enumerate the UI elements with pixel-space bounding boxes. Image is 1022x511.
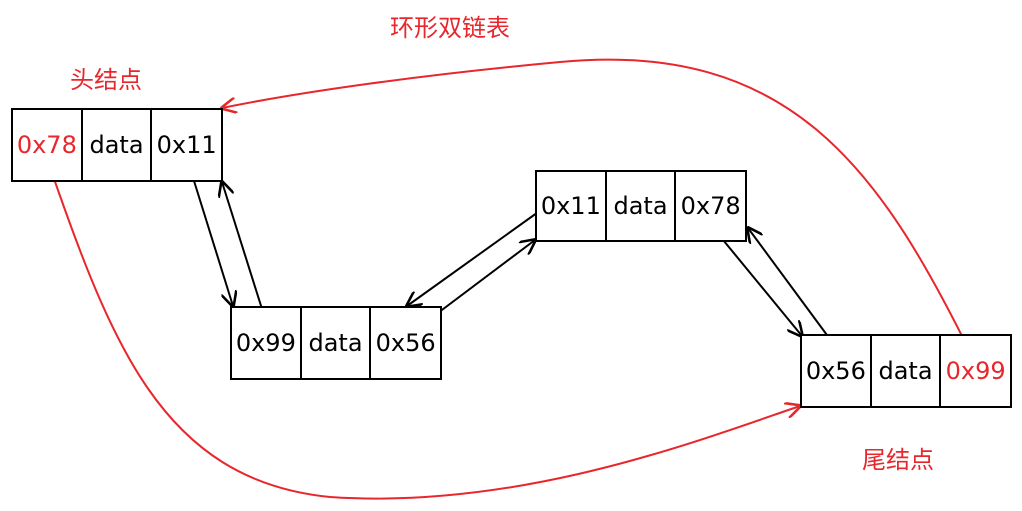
node3-next-pointer: 0x78 <box>680 192 741 220</box>
node3-prev-pointer: 0x11 <box>537 172 607 240</box>
head-node-label: 头结点 <box>70 66 142 94</box>
node2-data: data <box>302 308 372 378</box>
diagram-title: 环形双链表 <box>390 14 510 42</box>
node1-prev-pointer: 0x78 <box>13 110 83 180</box>
arrow-node4-prev <box>748 228 839 351</box>
node2-next-pointer: 0x56 <box>375 329 436 357</box>
head-node: 0x78 data 0x11 <box>11 108 223 182</box>
node-2: 0x99 data 0x56 <box>230 306 442 380</box>
node4-prev-pointer: 0x56 <box>802 336 872 406</box>
arrow-node3-prev <box>407 204 549 306</box>
node1-data: data <box>83 110 153 180</box>
arrow-head-to-tail <box>44 152 800 500</box>
node2-prev-pointer: 0x99 <box>232 308 302 378</box>
arrow-node2-prev <box>222 182 269 329</box>
node4-data: data <box>872 336 942 406</box>
node3-data: data <box>607 172 677 240</box>
tail-node-label: 尾结点 <box>862 446 934 474</box>
node1-next-pointer: 0x11 <box>156 131 217 159</box>
node4-next-pointer: 0x99 <box>945 357 1006 385</box>
arrow-tail-to-head <box>222 58 971 353</box>
tail-node: 0x56 data 0x99 <box>800 334 1012 408</box>
node-3: 0x11 data 0x78 <box>535 170 747 242</box>
